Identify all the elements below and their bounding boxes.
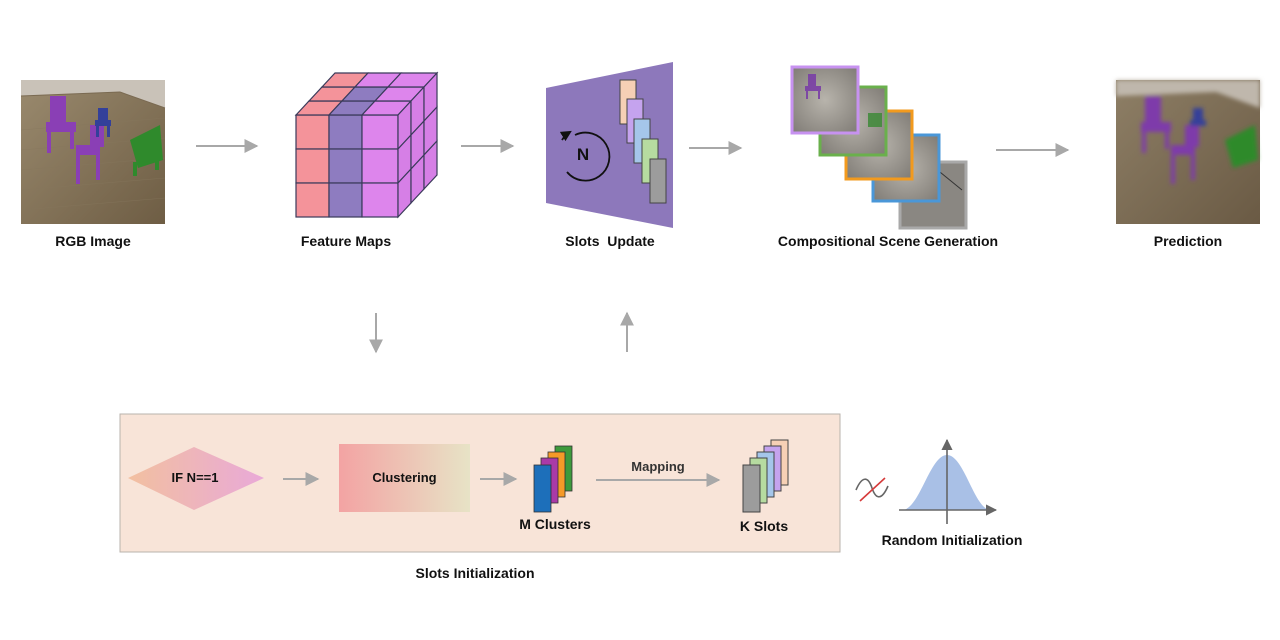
- mapping-label: Mapping: [631, 459, 685, 474]
- slots-initialization-panel: [119, 413, 841, 553]
- iteration-loop-icon: N: [559, 130, 611, 182]
- iteration-count: N: [577, 145, 589, 164]
- clustering-label: Clustering: [372, 470, 437, 485]
- prediction-image: [1116, 80, 1260, 224]
- slots-update-block: N: [546, 62, 673, 228]
- scene-generation-label: Compositional Scene Generation: [777, 233, 999, 249]
- cluster-stack: [533, 445, 573, 513]
- scene-generation-stack: [790, 65, 968, 230]
- feature-maps-label: Feature Maps: [300, 233, 392, 249]
- prediction-label: Prediction: [1153, 233, 1223, 249]
- random-initialization: [855, 438, 998, 524]
- feature-maps-cube: [294, 71, 439, 219]
- m-clusters-label: M Clusters: [519, 516, 591, 532]
- not-similar-icon: [855, 477, 889, 502]
- condition-diamond: [128, 447, 264, 510]
- slots-initialization-label: Slots Initialization: [415, 565, 535, 581]
- flow-arrows: [196, 139, 1070, 354]
- k-slots-stack: [742, 439, 789, 513]
- slot-stack-update: [619, 79, 667, 204]
- k-slots-label: K Slots: [739, 518, 789, 534]
- rgb-image: [20, 80, 166, 224]
- clustering-box: [339, 444, 470, 512]
- random-initialization-label: Random Initialization: [881, 532, 1023, 548]
- rgb-image-label: RGB Image: [55, 233, 131, 249]
- condition-label: IF N==1: [171, 470, 219, 485]
- slots-update-label: Slots Update: [565, 233, 655, 249]
